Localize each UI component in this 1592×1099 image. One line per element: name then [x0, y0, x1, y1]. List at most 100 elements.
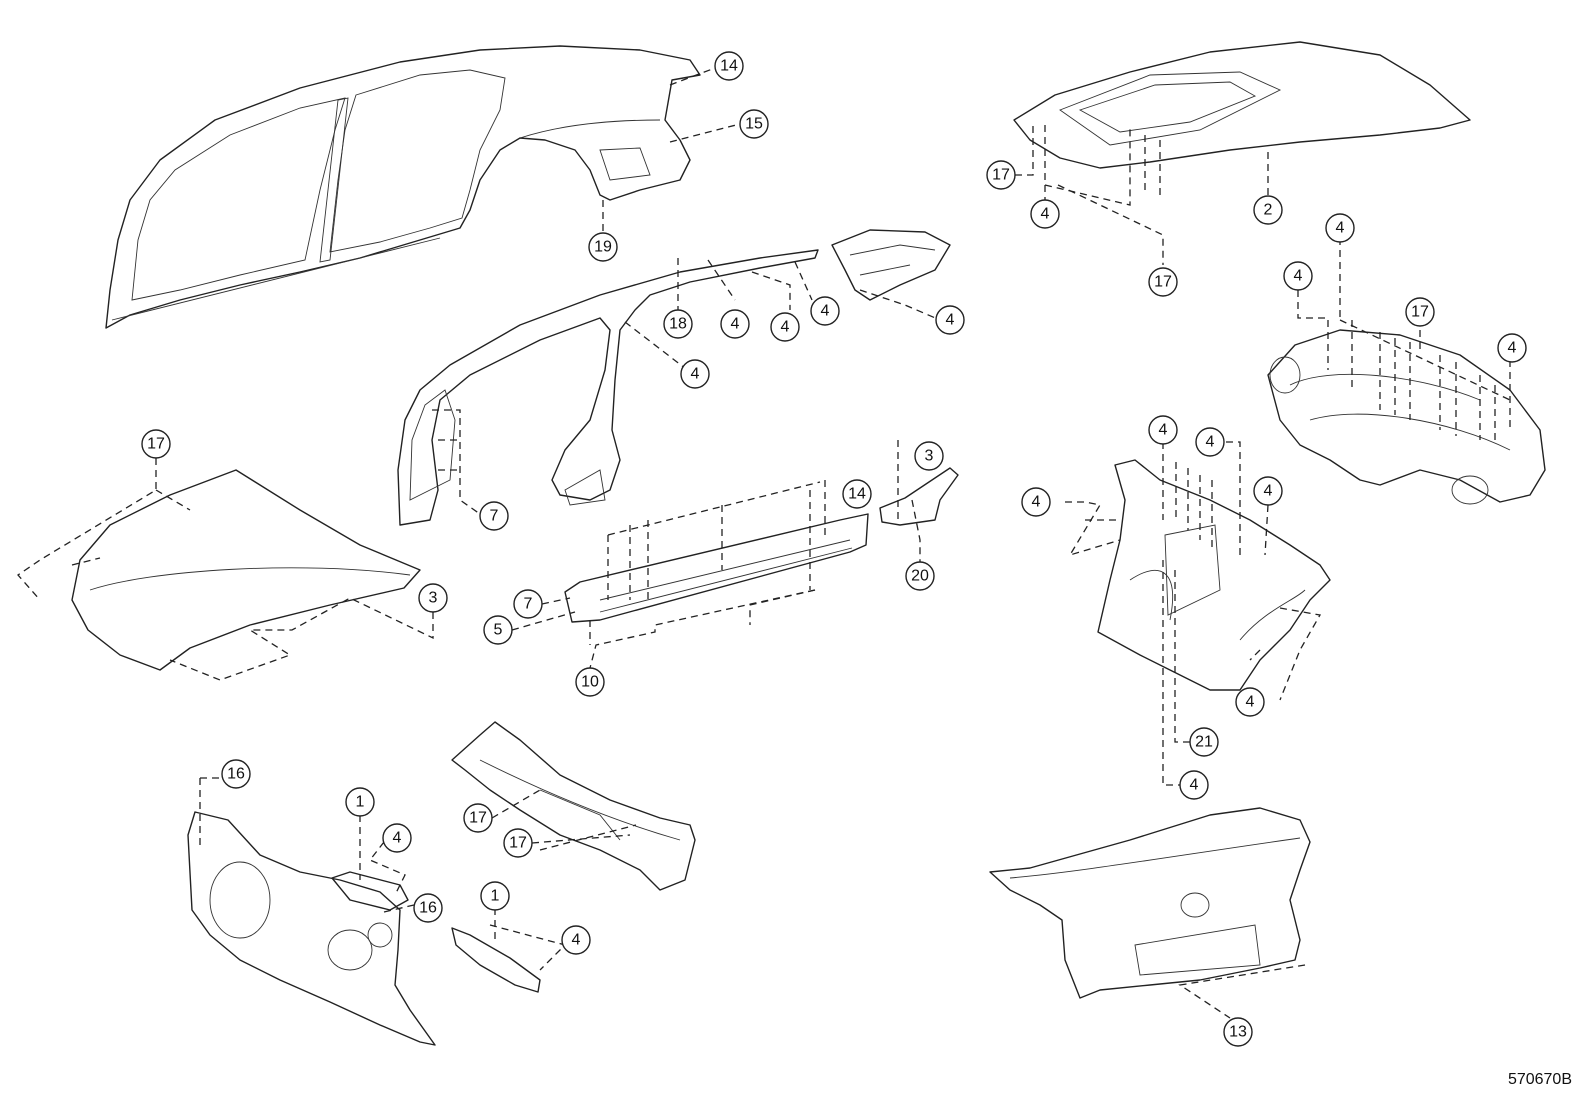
callout-7: 20 [905, 561, 935, 591]
callout-17: 17 [986, 160, 1016, 190]
callout-4: 4 [935, 305, 965, 335]
callout-10: 5 [483, 615, 513, 645]
svg-text:4: 4 [731, 316, 740, 333]
svg-text:14: 14 [848, 486, 866, 503]
callout-16: 16 [221, 759, 251, 789]
callout-17: 17 [503, 828, 533, 858]
svg-text:3: 3 [925, 448, 934, 465]
callouts: 14 15 19 17 4 2 17 18 4 4 4 4 4 4 4 17 4… [141, 51, 1527, 1047]
svg-text:7: 7 [490, 508, 499, 525]
roof-panel [1013, 41, 1471, 169]
callout-4: 4 [1021, 487, 1051, 517]
svg-text:13: 13 [1229, 1024, 1247, 1041]
callout-4: 4 [1283, 261, 1313, 291]
svg-text:4: 4 [393, 830, 402, 847]
svg-text:4: 4 [781, 319, 790, 336]
svg-text:17: 17 [147, 436, 165, 453]
svg-text:4: 4 [691, 366, 700, 383]
callout-13: 13 [1223, 1017, 1253, 1047]
callout-4: 17 [1405, 297, 1435, 327]
callout-4: 4 [1179, 770, 1209, 800]
body-side-outer-panel [105, 45, 701, 329]
callout-2: 2 [1253, 195, 1283, 225]
rear-quarter-inner-bracket [831, 229, 951, 301]
rear-wheelhouse-panel [1097, 459, 1331, 691]
svg-text:4: 4 [1294, 268, 1303, 285]
trunk-lid [989, 807, 1311, 999]
svg-text:4: 4 [1246, 694, 1255, 711]
svg-text:17: 17 [509, 835, 527, 852]
svg-text:10: 10 [581, 674, 599, 691]
callout-17: 4 [1497, 333, 1527, 363]
dash-panel [187, 811, 436, 1046]
cowl-top-panel [451, 721, 696, 891]
callout-18: 18 [663, 309, 693, 339]
callout-4: 4 [1030, 199, 1060, 229]
svg-text:17: 17 [469, 810, 487, 827]
svg-text:17: 17 [1411, 304, 1429, 321]
callout-17: 17 [463, 803, 493, 833]
callout-19: 19 [588, 232, 618, 262]
callout-4: 7 [479, 501, 509, 531]
svg-text:20: 20 [911, 568, 929, 585]
callout-4: 4 [810, 296, 840, 326]
callout-14: 3 [914, 441, 944, 471]
callout-17: 17 [1148, 267, 1178, 297]
rear-lower-bracket [879, 467, 959, 526]
body-side-inner-frame [397, 249, 819, 526]
svg-text:14: 14 [720, 58, 738, 75]
callout-1: 1 [480, 881, 510, 911]
rear-floor-pan [1267, 329, 1546, 505]
callout-4: 4 [1235, 687, 1265, 717]
callout-17: 4 [1325, 213, 1355, 243]
rocker-side-sill [564, 513, 869, 623]
svg-text:5: 5 [494, 622, 503, 639]
svg-text:4: 4 [1264, 483, 1273, 500]
svg-text:17: 17 [1154, 274, 1172, 291]
callout-20: 14 [842, 479, 872, 509]
hood-panel [71, 469, 421, 671]
callout-21: 21 [1189, 727, 1219, 757]
diagram-code: 570670B [1507, 1071, 1572, 1088]
callout-4: 4 [720, 309, 750, 339]
svg-text:4: 4 [572, 932, 581, 949]
svg-text:21: 21 [1195, 734, 1213, 751]
svg-text:4: 4 [1508, 340, 1517, 357]
svg-text:1: 1 [491, 888, 500, 905]
svg-text:19: 19 [594, 239, 612, 256]
svg-text:1: 1 [356, 794, 365, 811]
svg-text:4: 4 [1206, 434, 1215, 451]
leader-lines [17, 67, 1511, 1019]
callout-15: 15 [739, 109, 769, 139]
svg-text:15: 15 [745, 116, 763, 133]
callout-14: 14 [714, 51, 744, 81]
svg-text:4: 4 [1159, 422, 1168, 439]
callout-3: 17 [141, 429, 171, 459]
svg-text:4: 4 [1032, 494, 1041, 511]
svg-text:7: 7 [524, 596, 533, 613]
callout-3: 3 [418, 583, 448, 613]
callout-5: 7 [513, 589, 543, 619]
svg-text:4: 4 [1190, 777, 1199, 794]
cowl-lower-bracket [451, 927, 541, 993]
callout-4: 4 [1253, 476, 1283, 506]
callout-7: 10 [575, 667, 605, 697]
callout-4: 4 [382, 823, 412, 853]
callout-4: 4 [1148, 415, 1178, 445]
callout-4: 4 [1195, 427, 1225, 457]
svg-text:16: 16 [419, 900, 437, 917]
svg-text:2: 2 [1264, 202, 1273, 219]
callout-4: 4 [770, 312, 800, 342]
svg-text:18: 18 [669, 316, 687, 333]
svg-text:17: 17 [992, 167, 1010, 184]
svg-text:4: 4 [1041, 206, 1050, 223]
svg-text:4: 4 [821, 303, 830, 320]
callout-16: 16 [413, 893, 443, 923]
callout-4: 4 [680, 359, 710, 389]
svg-text:16: 16 [227, 766, 245, 783]
callout-1: 1 [345, 787, 375, 817]
svg-text:4: 4 [1336, 220, 1345, 237]
svg-text:3: 3 [429, 590, 438, 607]
svg-text:4: 4 [946, 312, 955, 329]
